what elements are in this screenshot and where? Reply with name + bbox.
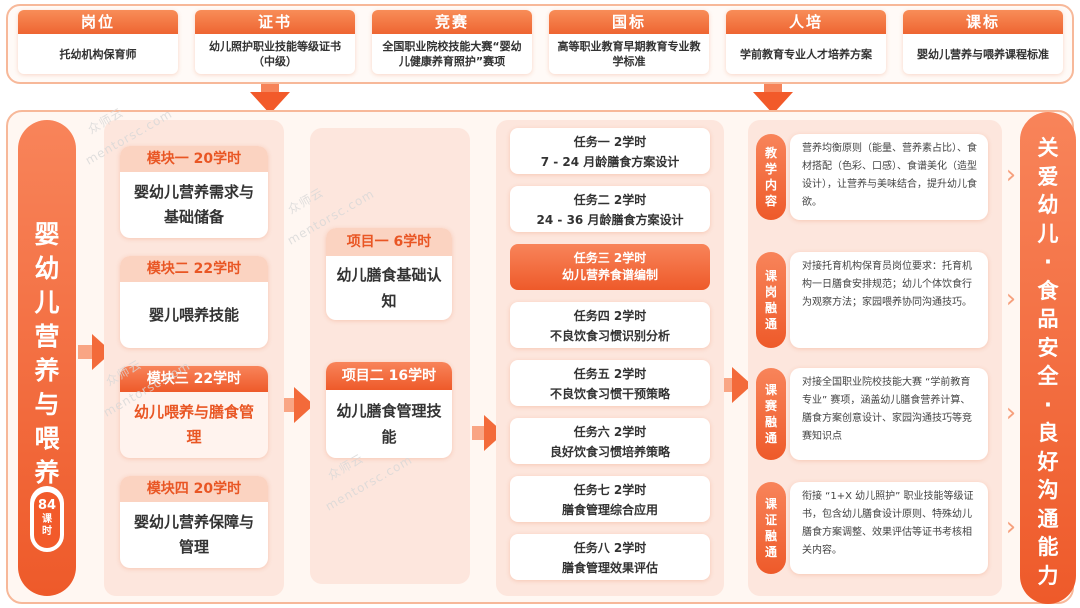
down-arrow-icon [753,92,793,114]
standard-card-certificate: 证书 幼儿照护职业技能等级证书（中级） [195,10,355,74]
chevron-right-icon: › [1005,398,1017,428]
right-arrow-stem [78,345,92,359]
project-head: 项目二 16学时 [326,362,452,390]
module-body: 婴幼儿营养需求与基础储备 [133,183,254,226]
standard-title: 国标 [549,10,709,34]
standard-card-national: 国标 高等职业教育早期教育专业教学标准 [549,10,709,74]
task-head: 任务四 2学时 [573,309,647,323]
standard-title: 证书 [195,10,355,34]
module-head: 模块四 20学时 [120,476,268,502]
project-card-1: 项目一 6学时 幼儿膳食基础认知 [326,228,452,320]
task-head: 任务七 2学时 [573,483,647,497]
task-body: 膳食管理综合应用 [561,503,658,517]
course-hours-badge: 84 课时 [34,492,60,548]
down-arrow-stem [764,84,782,94]
module-body: 婴幼儿营养保障与管理 [133,513,254,556]
standard-desc: 全国职业院校技能大赛“婴幼儿健康养育照护”赛项 [382,40,522,68]
task-body: 良好饮食习惯培养策略 [549,445,670,459]
standards-bar [6,4,1074,84]
task-head: 任务一 2学时 [573,135,647,149]
right-arrow-stem [724,378,732,392]
right-arrow-stem [284,398,294,412]
project-head: 项目一 6学时 [326,228,452,256]
module-card-1: 模块一 20学时 婴幼儿营养需求与基础储备 [120,146,268,238]
task-card-2: 任务二 2学时 24 - 36 月龄膳食方案设计 [510,186,710,232]
project-card-2: 项目二 16学时 幼儿膳食管理技能 [326,362,452,458]
task-head: 任务三 2学时 [573,251,647,265]
task-body: 幼儿营养食谱编制 [561,268,658,282]
task-head: 任务五 2学时 [573,367,647,381]
standard-title: 人培 [726,10,886,34]
right-arrow-icon [294,387,314,423]
standard-card-competition: 竞赛 全国职业院校技能大赛“婴幼儿健康养育照护”赛项 [372,10,532,74]
right-arrow-stem [472,426,484,440]
module-head: 模块一 20学时 [120,146,268,172]
task-body: 膳食管理效果评估 [561,561,658,575]
standard-desc: 婴幼儿营养与喂养课程标准 [917,47,1049,61]
chevron-right-icon: › [1005,160,1017,190]
standard-card-training: 人培 学前教育专业人才培养方案 [726,10,886,74]
chevron-right-icon: › [1005,284,1017,314]
module-body: 婴儿喂养技能 [148,305,239,324]
standard-title: 课标 [903,10,1063,34]
standard-card-post: 岗位 托幼机构保育师 [18,10,178,74]
task-body: 不良饮食习惯识别分析 [549,329,670,343]
task-card-6: 任务六 2学时 良好饮食习惯培养策略 [510,418,710,464]
integration-text-post: 对接托育机构保育员岗位要求：托育机构一日膳食安排规范；幼儿个体饮食行为观察方法；… [790,252,988,348]
task-head: 任务八 2学时 [573,541,647,555]
goal-title: 关爱幼儿·食品安全·良好沟通能力 [1037,136,1059,588]
task-card-5: 任务五 2学时 不良饮食习惯干预策略 [510,360,710,406]
project-body: 幼儿膳食管理技能 [336,402,442,446]
integration-tag-certificate: 课证融通 [756,482,786,574]
task-body: 7 - 24 月龄膳食方案设计 [540,155,680,169]
integration-text-certificate: 衔接 “1+X 幼儿照护” 职业技能等级证书，包含幼儿膳食设计原则、特殊幼儿膳食… [790,482,988,574]
module-head: 模块二 22学时 [120,256,268,282]
integration-tag-post: 课岗融通 [756,252,786,348]
task-card-7: 任务七 2学时 膳食管理综合应用 [510,476,710,522]
module-card-3: 模块三 22学时 幼儿喂养与膳食管理 [120,366,268,458]
integration-tag-competition: 课赛融通 [756,368,786,460]
course-hours-number: 84 [37,498,57,513]
task-card-3: 任务三 2学时 幼儿营养食谱编制 [510,244,710,290]
down-arrow-icon [250,92,290,114]
task-card-1: 任务一 2学时 7 - 24 月龄膳食方案设计 [510,128,710,174]
integration-tag-teaching: 教学内容 [756,134,786,220]
module-head: 模块三 22学时 [120,366,268,392]
module-body: 幼儿喂养与膳食管理 [133,403,254,446]
standard-title: 竞赛 [372,10,532,34]
task-card-4: 任务四 2学时 不良饮食习惯识别分析 [510,302,710,348]
task-head: 任务二 2学时 [573,193,647,207]
standard-desc: 高等职业教育早期教育专业教学标准 [557,40,701,68]
standard-desc: 学前教育专业人才培养方案 [740,47,872,61]
integration-text-teaching: 营养均衡原则（能量、营养素占比）、食材搭配（色彩、口感）、食谱美化（造型设计），… [790,134,988,220]
chevron-right-icon: › [1005,512,1017,542]
standard-title: 岗位 [18,10,178,34]
task-card-8: 任务八 2学时 膳食管理效果评估 [510,534,710,580]
right-arrow-icon [732,367,752,403]
course-title-pill: 婴幼儿营养与喂养 84 课时 [18,120,76,596]
course-title: 婴幼儿营养与喂养 [34,220,60,487]
task-body: 不良饮食习惯干预策略 [549,387,670,401]
integration-text-competition: 对接全国职业院校技能大赛 “学前教育专业” 赛项，涵盖幼儿膳食营养计算、膳食方案… [790,368,988,460]
task-body: 24 - 36 月龄膳食方案设计 [536,213,684,227]
down-arrow-stem [261,84,279,94]
goal-pill: 关爱幼儿·食品安全·良好沟通能力 [1020,112,1076,604]
course-hours-unit: 课时 [42,514,52,537]
module-card-2: 模块二 22学时 婴儿喂养技能 [120,256,268,348]
projects-panel [310,128,470,584]
task-head: 任务六 2学时 [573,425,647,439]
module-card-4: 模块四 20学时 婴幼儿营养保障与管理 [120,476,268,568]
standard-desc: 托幼机构保育师 [59,47,137,61]
standard-desc: 幼儿照护职业技能等级证书（中级） [209,40,341,68]
standard-card-curriculum: 课标 婴幼儿营养与喂养课程标准 [903,10,1063,74]
project-body: 幼儿膳食基础认知 [336,266,442,310]
